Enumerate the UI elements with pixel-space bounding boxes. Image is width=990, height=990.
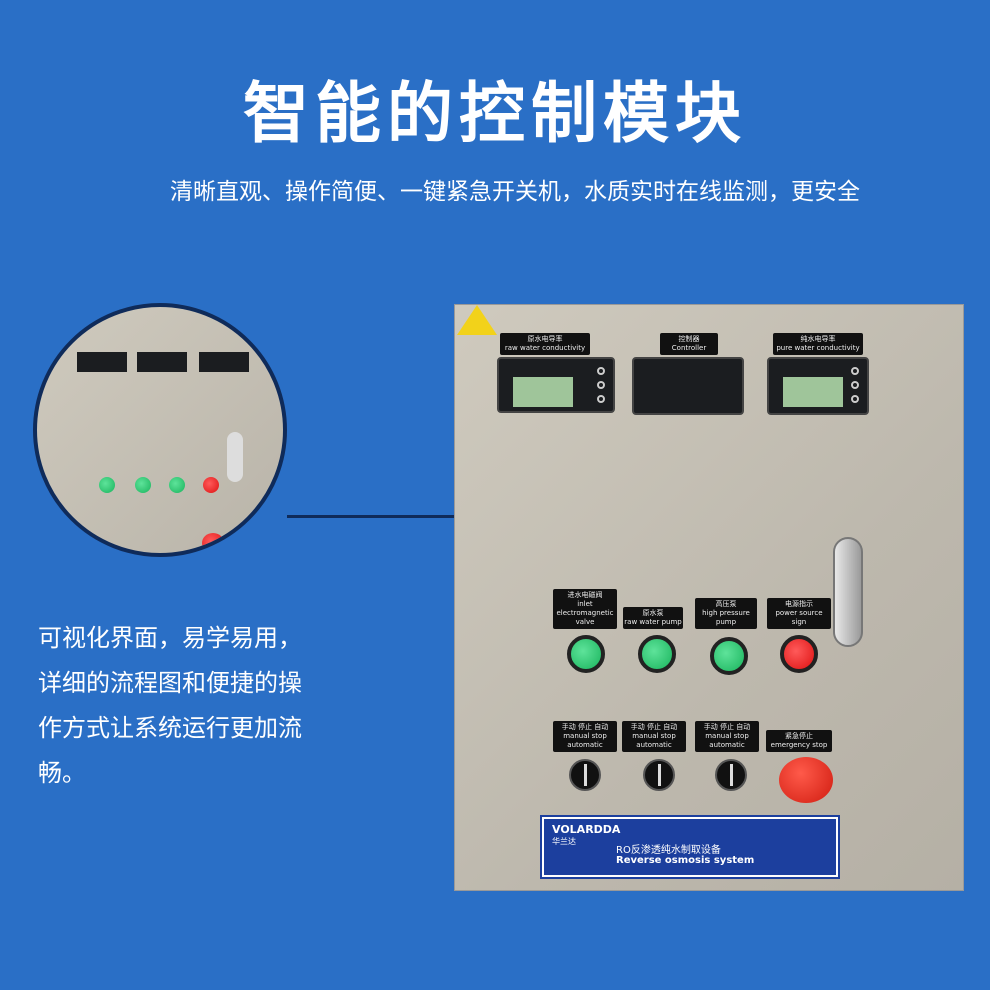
emergency-stop-button[interactable] bbox=[779, 757, 833, 803]
raw-water-conductivity-meter bbox=[497, 357, 615, 413]
selector-switch[interactable] bbox=[715, 759, 747, 791]
page-title: 智能的控制模块 bbox=[243, 75, 747, 152]
product-name-cn: RO反渗透纯水制取设备 bbox=[616, 845, 721, 856]
power-indicator-lamp bbox=[780, 635, 818, 673]
product-name-en: Reverse osmosis system bbox=[616, 855, 755, 866]
subtitle: 清晰直观、操作简便、一键紧急开关机，水质实时在线监测，更安全 bbox=[170, 179, 860, 205]
pure-water-conductivity-meter bbox=[767, 357, 869, 415]
brand-name: VOLARDDA bbox=[552, 823, 621, 836]
door-handle[interactable] bbox=[833, 537, 863, 647]
zoom-detail-circle bbox=[33, 303, 287, 557]
warning-sign-icon bbox=[457, 305, 497, 335]
selector-switch[interactable] bbox=[643, 759, 675, 791]
selector-switch[interactable] bbox=[569, 759, 601, 791]
controller-display bbox=[632, 357, 744, 415]
description: 可视化界面，易学易用，详细的流程图和便捷的操作方式让系统运行更加流畅。 bbox=[38, 624, 302, 787]
inlet-valve-indicator-lamp bbox=[567, 635, 605, 673]
nameplate: VOLARDDA 华兰达 RO反渗透纯水制取设备 Reverse osmosis… bbox=[540, 815, 840, 879]
brand-name-cn: 华兰达 bbox=[552, 837, 576, 846]
connector-line bbox=[287, 515, 515, 518]
high-pressure-pump-indicator-lamp bbox=[710, 637, 748, 675]
raw-water-pump-indicator-lamp bbox=[638, 635, 676, 673]
